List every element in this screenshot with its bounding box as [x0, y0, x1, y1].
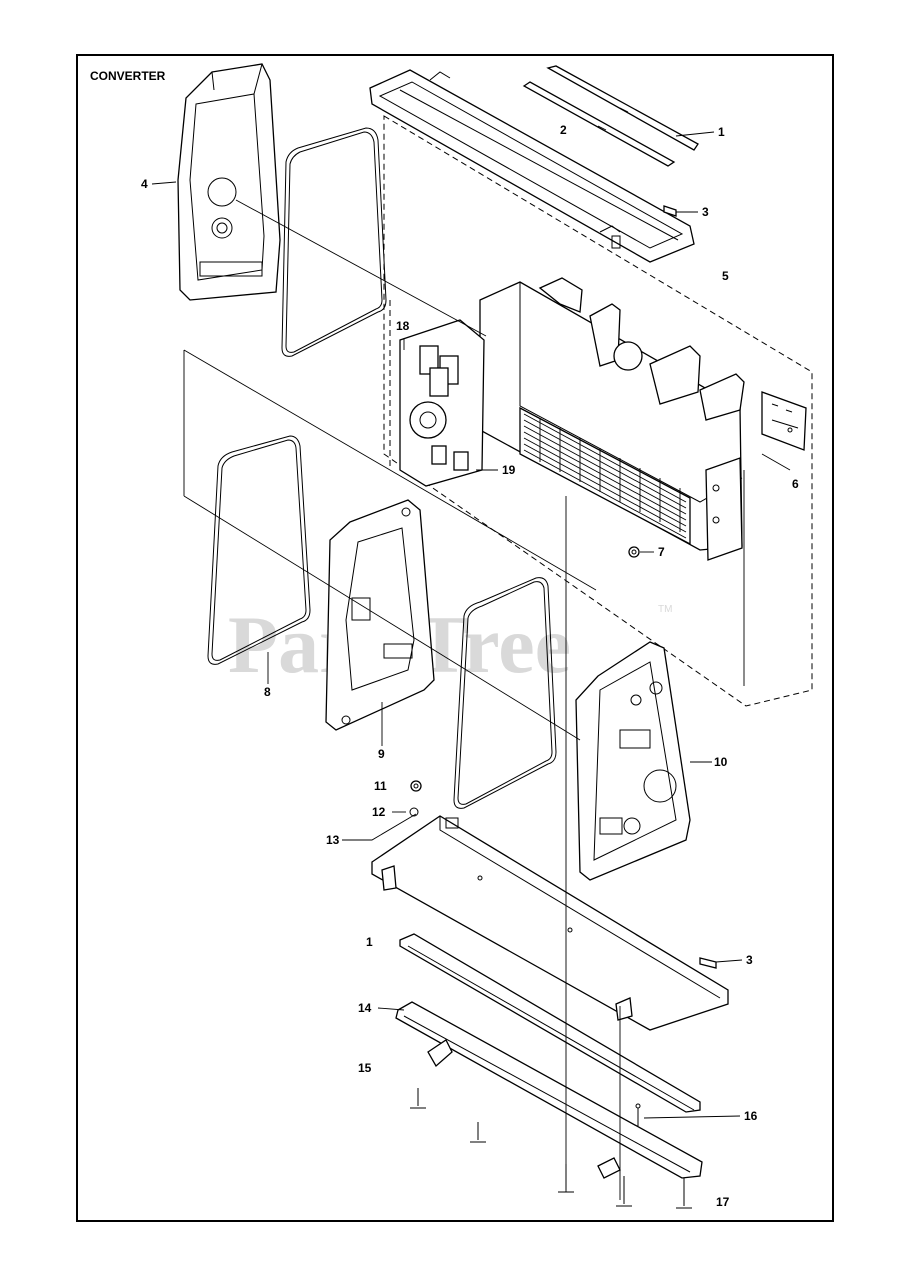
part-14-bottom-rail [395, 1001, 703, 1179]
callout-11: 11 [374, 779, 387, 793]
part-7-nut [628, 546, 640, 558]
part-6-board [761, 391, 807, 451]
part-5-chassis-group [383, 115, 813, 707]
diagram-frame [76, 54, 834, 1222]
callout-18: 18 [396, 319, 410, 333]
part-1-strips [522, 65, 699, 167]
part-11-nut [410, 780, 422, 792]
callout-1-top: 1 [718, 125, 725, 139]
callout-5: 5 [722, 269, 729, 283]
heat-sink-fins [523, 413, 687, 539]
callout-17: 17 [716, 1195, 730, 1209]
callout-9: 9 [378, 747, 385, 761]
assembly-lines [183, 199, 745, 1200]
callout-13: 13 [326, 833, 340, 847]
callout-15: 15 [358, 1061, 372, 1075]
callout-10: 10 [714, 755, 728, 769]
callout-6: 6 [792, 477, 799, 491]
part-2-top-rail [369, 69, 695, 263]
callout-2: 2 [560, 123, 567, 137]
callout-4: 4 [141, 177, 148, 191]
part-12-washer [409, 807, 419, 817]
callout-labels: 1 2 3 4 5 6 7 8 9 10 11 12 13 1 3 14 15 … [141, 123, 799, 1209]
callout-12: 12 [372, 805, 386, 819]
gasket-top [281, 127, 387, 357]
callout-14: 14 [358, 1001, 372, 1015]
part-15-bolts [410, 1088, 486, 1143]
part-3-screw-top [663, 205, 677, 217]
part-4-end-panel [177, 63, 281, 301]
part-9-plate [325, 499, 435, 731]
leader-lines [151, 131, 791, 1119]
callout-7: 7 [658, 545, 665, 559]
part-13-base-plate [371, 815, 729, 1031]
part-16-pin [635, 1103, 641, 1126]
callout-16: 16 [744, 1109, 758, 1123]
part-3-screw-bottom [699, 957, 717, 969]
callout-3-bottom: 3 [746, 953, 753, 967]
callout-19: 19 [502, 463, 516, 477]
diagram-title: CONVERTER [90, 69, 166, 83]
callout-8: 8 [264, 685, 271, 699]
watermark-trademark: TM [658, 604, 672, 615]
part-10-end-panel [575, 641, 691, 881]
gasket-middle [453, 577, 557, 809]
part-1-strip-bottom [399, 933, 701, 1113]
part-8-gasket [207, 435, 311, 665]
callout-1-bottom: 1 [366, 935, 373, 949]
callout-3-top: 3 [702, 205, 709, 219]
